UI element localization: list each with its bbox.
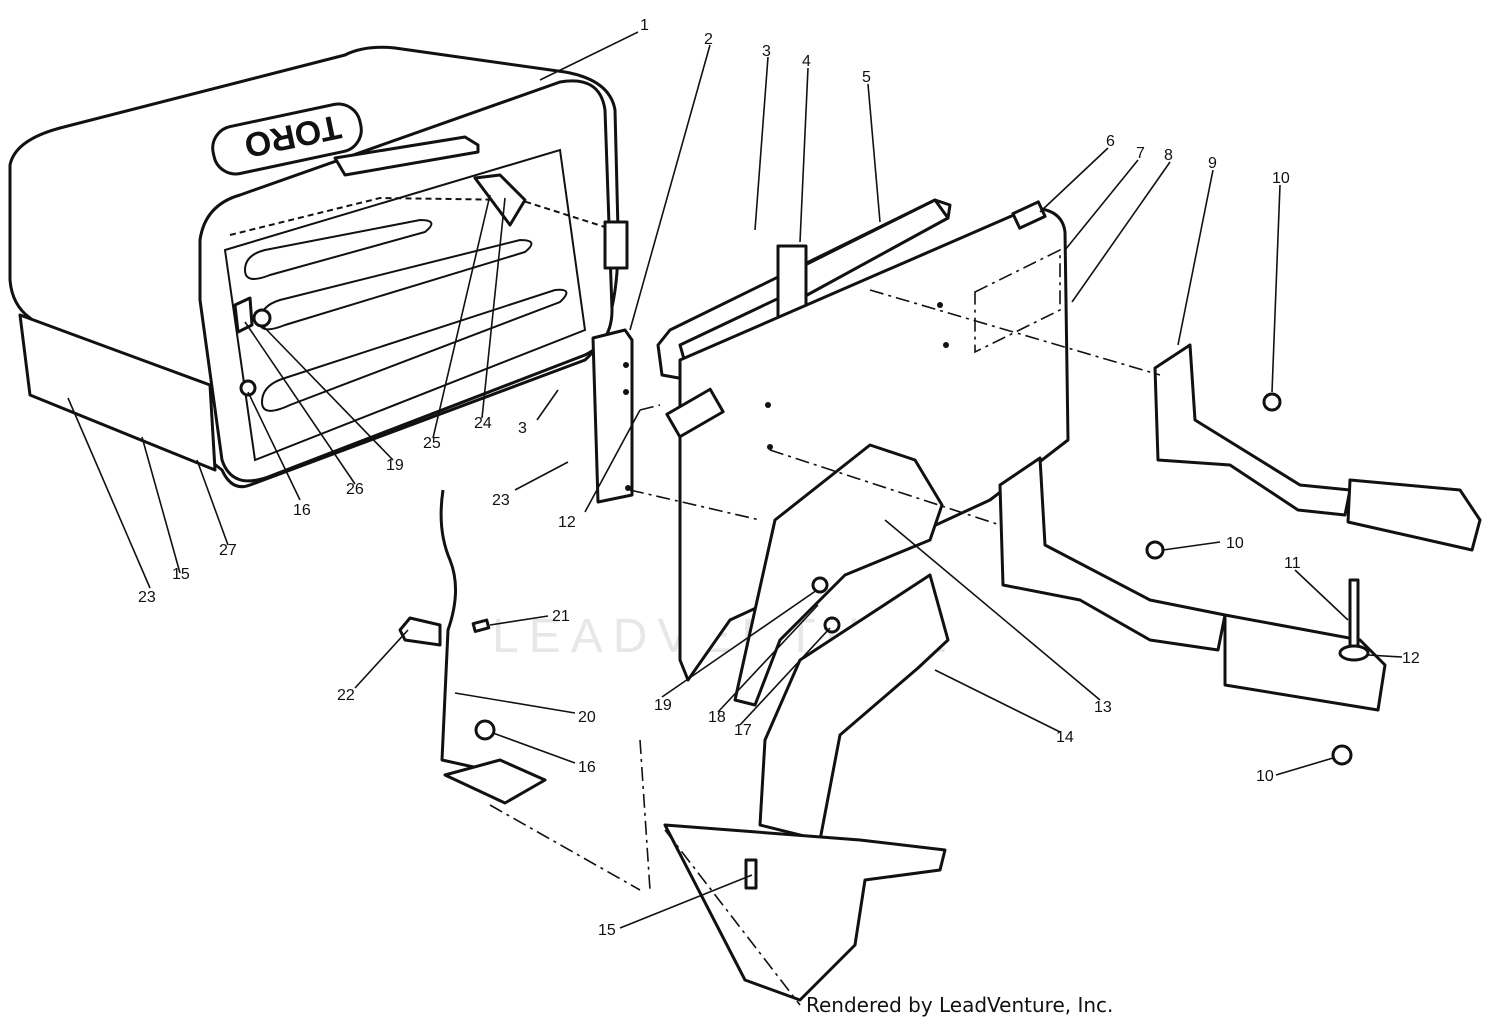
callout-21: 21 [552,608,570,625]
callout-15-bottom: 15 [598,922,616,939]
callout-20: 20 [578,709,596,726]
callout-25: 25 [423,435,441,452]
callout-9: 9 [1208,155,1217,172]
callout-12-left: 12 [558,514,576,531]
callout-7: 7 [1136,145,1145,162]
callout-17: 17 [734,722,752,739]
callout-3-lower: 3 [518,420,527,437]
callout-24: 24 [474,415,492,432]
callout-6: 6 [1106,133,1115,150]
callout-10-top: 10 [1272,170,1290,187]
callout-23-left: 23 [138,589,156,606]
render-credit: Rendered by LeadVenture, Inc. [806,993,1114,1017]
lever [398,489,547,805]
callout-22: 22 [337,687,355,704]
callout-27: 27 [219,542,237,559]
leader-lines [67,31,1403,929]
deck-bracket [663,823,947,1002]
callout-14: 14 [1056,729,1074,746]
upper-arm [1153,343,1482,552]
callout-18: 18 [708,709,726,726]
callout-5: 5 [862,69,871,86]
callout-10-mid: 10 [1226,535,1244,552]
assembly-lines [489,289,1161,1006]
callout-13: 13 [1094,699,1112,716]
callout-3: 3 [762,43,771,60]
callout-15-left: 15 [172,566,190,583]
callout-16-bottom: 16 [578,759,596,776]
back-plate [665,200,1070,682]
callout-10-bottom: 10 [1256,768,1274,785]
callout-19-top: 19 [386,457,404,474]
callout-4: 4 [802,53,811,70]
callout-16-left: 16 [293,502,311,519]
callout-1: 1 [640,17,649,34]
mount-plate [733,443,950,842]
callouts: 1 2 3 4 5 6 7 8 9 10 3 23 12 19 24 25 26… [138,17,1420,939]
lower-arm [998,456,1387,766]
callout-23-right: 23 [492,492,510,509]
callout-2: 2 [704,31,713,48]
callout-26: 26 [346,481,364,498]
bracket-upright [591,328,634,504]
callout-8: 8 [1164,147,1173,164]
callout-12-right: 12 [1402,650,1420,667]
callout-19-bottom: 19 [654,697,672,714]
callout-11: 11 [1284,555,1301,572]
grass-bag: TORO [8,45,629,489]
